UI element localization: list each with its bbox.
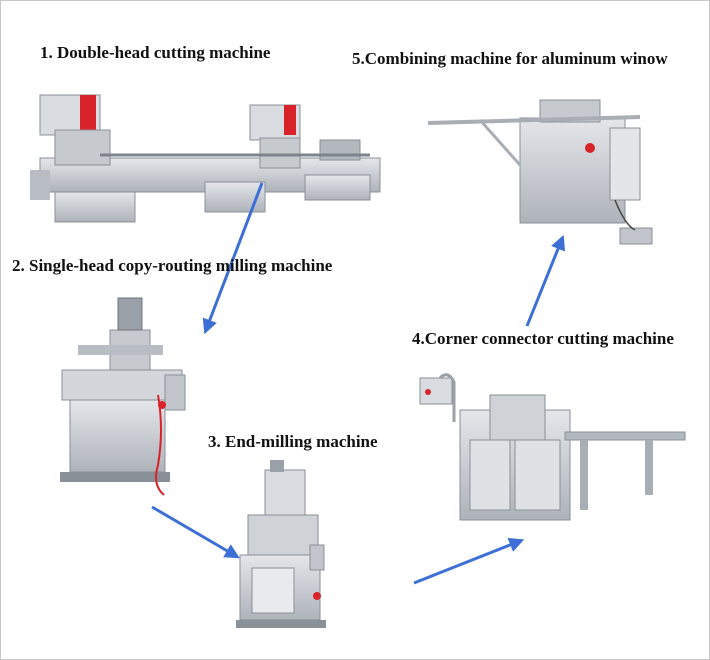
machine-5-combining-machine bbox=[427, 99, 653, 245]
machine-3-end-milling bbox=[236, 460, 326, 628]
label-machine-5: 5.Combining machine for aluminum winow bbox=[352, 49, 668, 68]
flow-arrows bbox=[151, 182, 566, 585]
arrow-icon bbox=[413, 537, 525, 585]
machine-2-copy-routing-mill bbox=[60, 297, 186, 496]
arrow-icon bbox=[151, 505, 240, 559]
label-machine-1: 1. Double-head cutting machine bbox=[40, 43, 271, 62]
label-machine-3: 3. End-milling machine bbox=[208, 432, 378, 451]
arrow-icon bbox=[525, 234, 566, 327]
label-machine-4: 4.Corner connector cutting machine bbox=[412, 329, 674, 348]
label-machine-2: 2. Single-head copy-routing milling mach… bbox=[12, 256, 333, 275]
machine-4-corner-connector-cutter bbox=[419, 373, 686, 521]
arrow-icon bbox=[202, 182, 264, 335]
machine-1-double-head-cutter bbox=[30, 94, 381, 223]
